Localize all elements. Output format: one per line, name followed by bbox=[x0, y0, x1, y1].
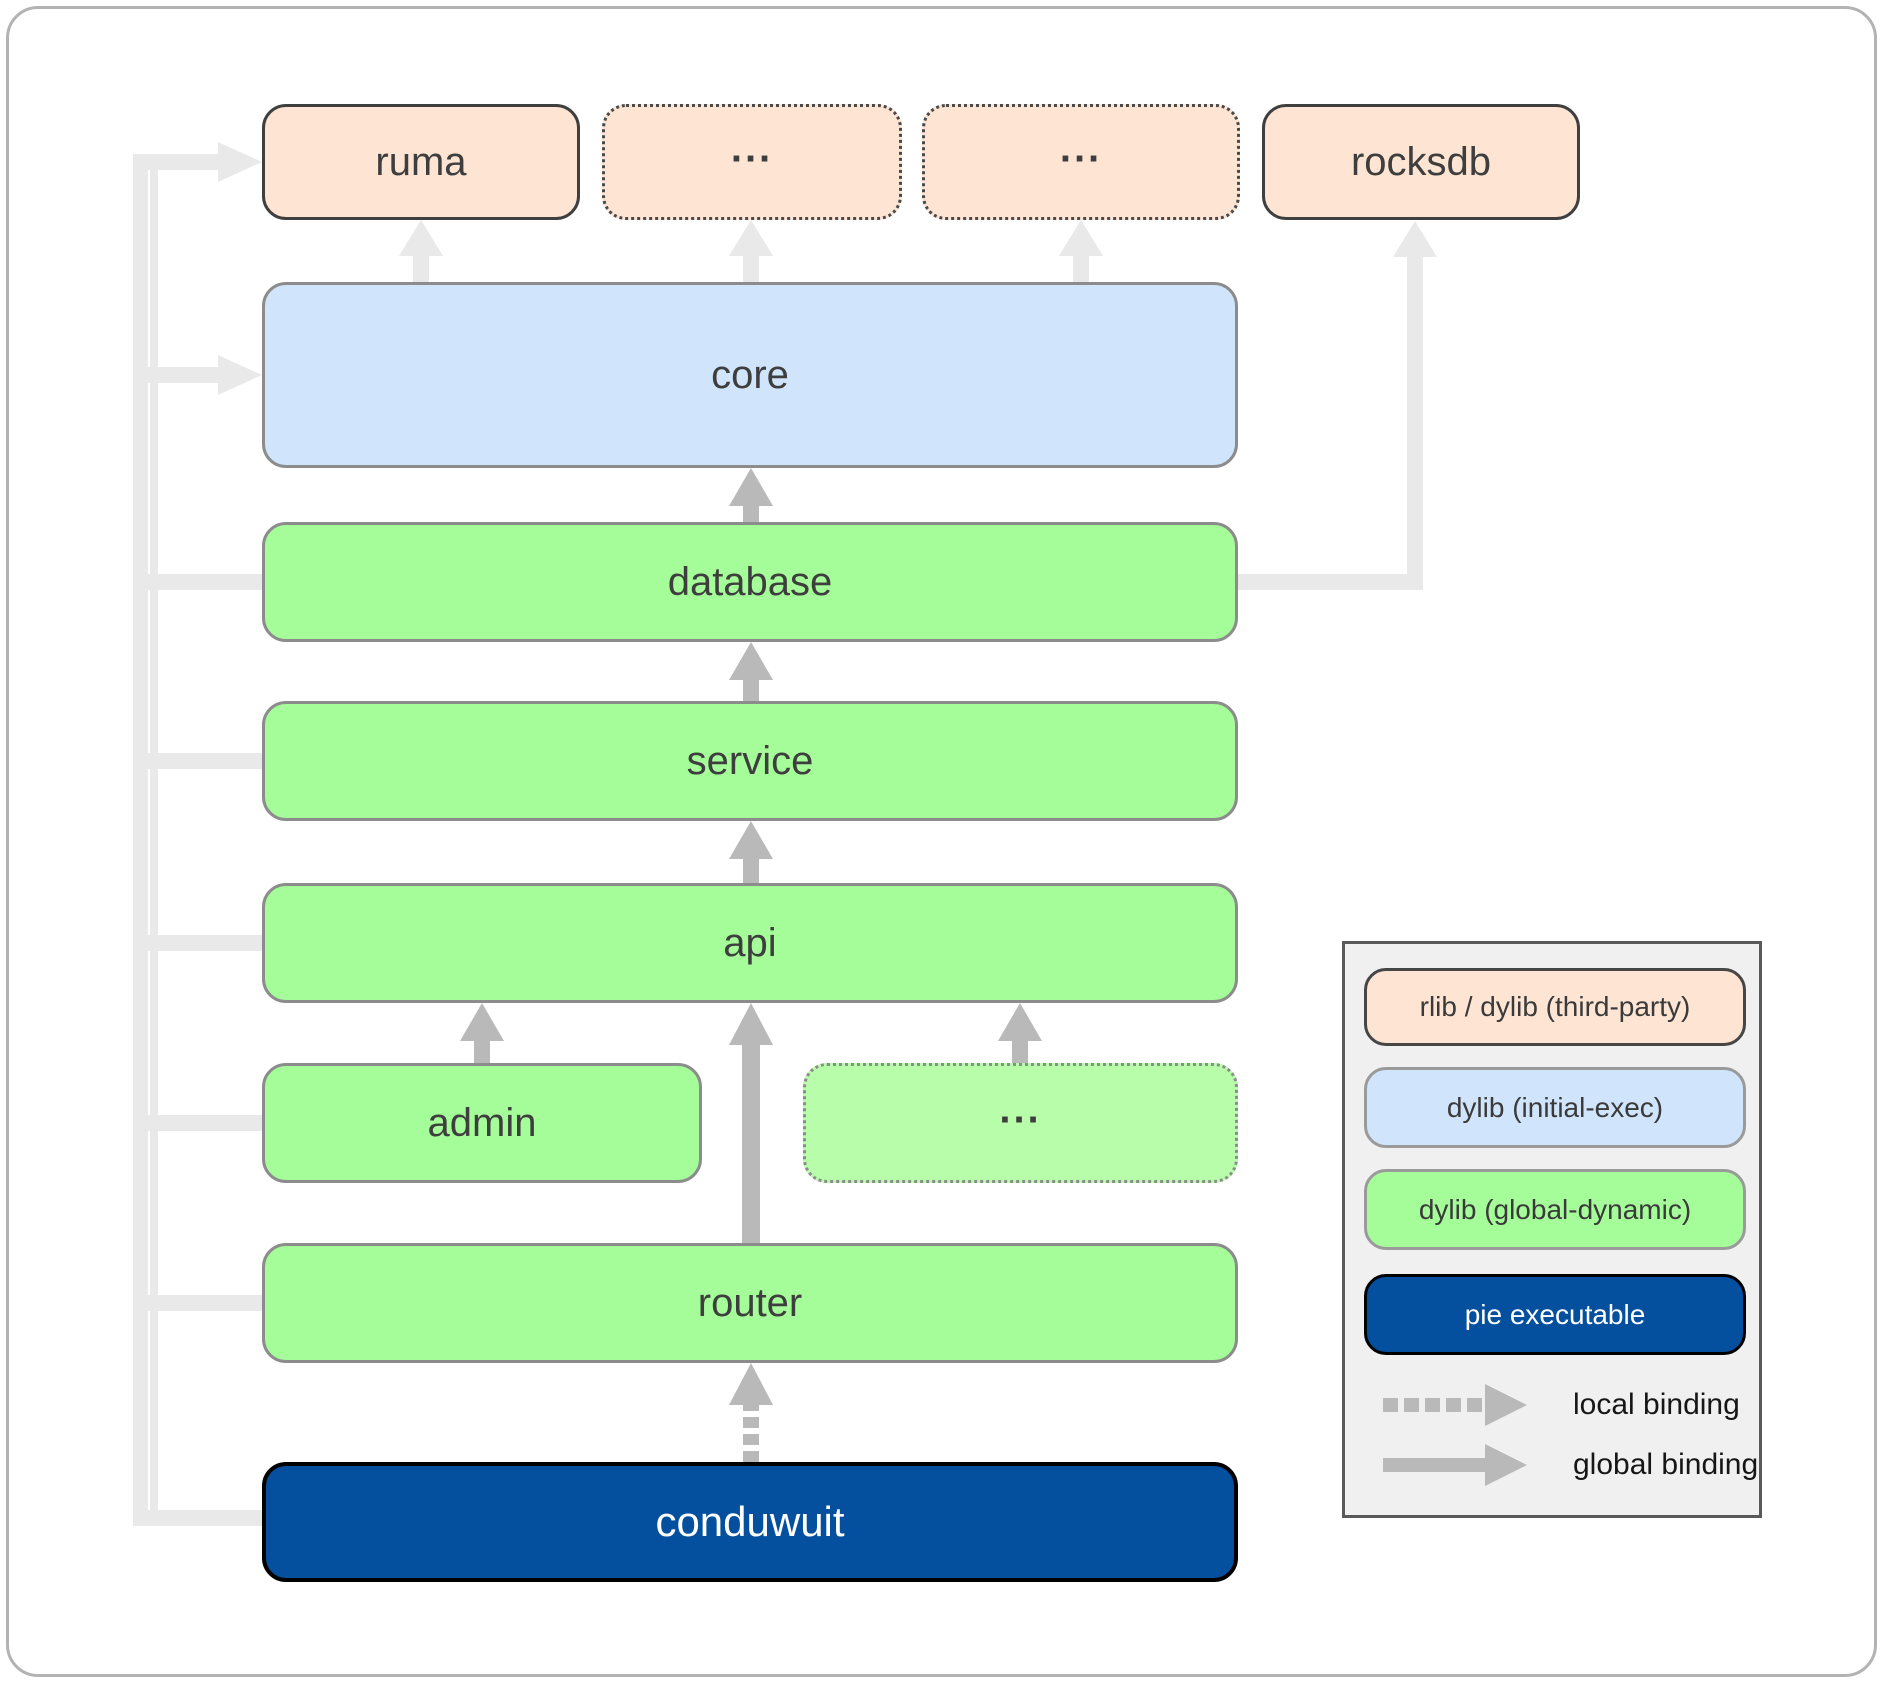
arrowhead-into-rocksdb-icon bbox=[1393, 221, 1437, 257]
ellipsis3-to-api-shaft bbox=[1012, 1040, 1028, 1064]
node-router: router bbox=[262, 1243, 1238, 1363]
node-router-label: router bbox=[697, 1280, 803, 1325]
core-to-ellipsis2-shaft bbox=[1073, 254, 1089, 283]
arrowhead-ellipsis3-to-api-icon bbox=[998, 1003, 1042, 1041]
legend-item-initial-exec: dylib (initial-exec) bbox=[1364, 1067, 1746, 1148]
node-rocksdb: rocksdb bbox=[1262, 104, 1580, 220]
legend-local-binding-label: local binding bbox=[1573, 1388, 1740, 1421]
diagram-frame bbox=[6, 6, 1877, 1677]
admin-to-api-shaft bbox=[474, 1040, 490, 1064]
arrowhead-core-to-ellipsis1-icon bbox=[729, 220, 773, 256]
node-admin: admin bbox=[262, 1063, 702, 1183]
arrowhead-into-ruma-icon bbox=[218, 142, 262, 182]
node-api: api bbox=[262, 883, 1238, 1003]
node-core-label: core bbox=[711, 352, 789, 397]
arrowhead-core-to-ruma-icon bbox=[399, 220, 443, 256]
arrowhead-router-to-api-icon bbox=[729, 1003, 773, 1045]
node-api-label: api bbox=[723, 920, 777, 965]
node-conduwuit-label: conduwuit bbox=[655, 1498, 845, 1545]
node-ellipsis2-label: ... bbox=[1059, 126, 1103, 170]
local-binding-branch-core bbox=[133, 367, 218, 383]
node-ruma: ruma bbox=[262, 104, 580, 220]
local-binding-branch-database bbox=[133, 574, 262, 590]
node-admin-label: admin bbox=[427, 1100, 537, 1145]
legend-global-binding-arrow-icon bbox=[1383, 1458, 1485, 1472]
legend-local-binding-arrow-icon bbox=[1383, 1398, 1485, 1412]
database-to-core-shaft bbox=[743, 505, 759, 523]
local-binding-branch-router bbox=[133, 1295, 262, 1311]
arrowhead-conduwuit-to-router-icon bbox=[729, 1363, 773, 1405]
database-to-rocksdb-horizontal bbox=[1238, 574, 1423, 590]
local-binding-branch-service bbox=[133, 753, 262, 769]
arrowhead-into-core-icon bbox=[218, 355, 262, 395]
legend-item-global-dynamic: dylib (global-dynamic) bbox=[1364, 1169, 1746, 1250]
legend: rlib / dylib (third-party) dylib (initia… bbox=[1342, 941, 1762, 1518]
legend-item-pie-executable-label: pie executable bbox=[1464, 1298, 1646, 1330]
node-service-label: service bbox=[686, 738, 814, 783]
arrowhead-api-to-service-icon bbox=[729, 821, 773, 859]
node-rocksdb-label: rocksdb bbox=[1350, 139, 1492, 184]
legend-item-third-party: rlib / dylib (third-party) bbox=[1364, 968, 1746, 1046]
node-ellipsis1-label: ... bbox=[730, 126, 774, 170]
node-database: database bbox=[262, 522, 1238, 642]
legend-item-third-party-label: rlib / dylib (third-party) bbox=[1419, 991, 1691, 1022]
legend-item-pie-executable: pie executable bbox=[1364, 1274, 1746, 1355]
local-binding-branch-conduwuit bbox=[133, 1510, 262, 1526]
core-to-ruma-shaft bbox=[413, 254, 429, 283]
service-to-database-shaft bbox=[743, 679, 759, 702]
local-binding-branch-ruma bbox=[133, 154, 218, 170]
node-service: service bbox=[262, 701, 1238, 821]
legend-item-initial-exec-label: dylib (initial-exec) bbox=[1446, 1091, 1664, 1123]
arrowhead-core-to-ellipsis2-icon bbox=[1059, 220, 1103, 256]
router-to-api-shaft bbox=[742, 1044, 760, 1244]
node-ruma-label: ruma bbox=[375, 139, 467, 184]
node-global-dynamic-ellipsis: ... bbox=[803, 1063, 1238, 1183]
arrowhead-database-to-core-icon bbox=[729, 468, 773, 506]
node-third-party-ellipsis-1: ... bbox=[602, 104, 902, 220]
legend-global-binding-arrowhead-icon bbox=[1485, 1444, 1527, 1486]
local-binding-outer-line bbox=[133, 154, 148, 1526]
api-to-service-shaft bbox=[743, 858, 759, 884]
core-to-ellipsis1-shaft bbox=[743, 254, 759, 283]
arrowhead-admin-to-api-icon bbox=[460, 1003, 504, 1041]
node-third-party-ellipsis-2: ... bbox=[922, 104, 1240, 220]
local-binding-branch-admin bbox=[133, 1115, 262, 1131]
database-to-rocksdb-vertical bbox=[1407, 252, 1423, 590]
legend-local-binding-arrowhead-icon bbox=[1485, 1384, 1527, 1426]
node-core: core bbox=[262, 282, 1238, 468]
conduwuit-to-router-shaft bbox=[743, 1404, 759, 1462]
local-binding-inner-line bbox=[150, 170, 158, 1518]
node-conduwuit: conduwuit bbox=[262, 1462, 1238, 1582]
arrowhead-service-to-database-icon bbox=[729, 642, 773, 680]
node-database-label: database bbox=[667, 559, 833, 604]
node-ellipsis3-label: ... bbox=[999, 1087, 1042, 1131]
local-binding-branch-api bbox=[133, 935, 262, 951]
legend-item-global-dynamic-label: dylib (global-dynamic) bbox=[1418, 1193, 1692, 1225]
legend-global-binding-label: global binding bbox=[1573, 1448, 1759, 1481]
